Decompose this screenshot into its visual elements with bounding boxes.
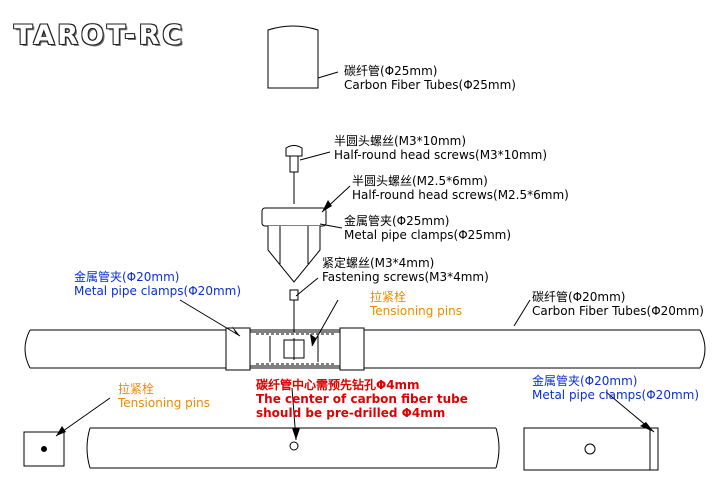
label-cf-tube-25: 碳纤管(Φ25mm) Carbon Fiber Tubes(Φ25mm) bbox=[344, 64, 516, 92]
label-drill-note-cn: 碳纤管中心需预先钻孔Φ4mm bbox=[256, 378, 420, 392]
label-cf-tube-25-en: Carbon Fiber Tubes(Φ25mm) bbox=[344, 78, 516, 92]
label-cf-tube-20: 碳纤管(Φ20mm) Carbon Fiber Tubes(Φ20mm) bbox=[532, 290, 704, 318]
label-fasten-m3x4: 紧定螺丝(M3*4mm) Fastening screws(M3*4mm) bbox=[322, 256, 489, 284]
label-screw-m3x10-cn: 半圆头螺丝(M3*10mm) bbox=[334, 134, 467, 148]
label-fasten-m3x4-cn: 紧定螺丝(M3*4mm) bbox=[322, 256, 435, 270]
label-drill-note: 碳纤管中心需预先钻孔Φ4mm The center of carbon fibe… bbox=[256, 378, 468, 420]
label-tension-pin-top-cn: 拉紧栓 bbox=[370, 290, 407, 304]
label-screw-m3x10-en: Half-round head screws(M3*10mm) bbox=[334, 148, 548, 162]
label-screw-m25x6-cn: 半圆头螺丝(M2.5*6mm) bbox=[352, 174, 488, 188]
label-clamp-20-left-en: Metal pipe clamps(Φ20mm) bbox=[74, 284, 242, 298]
fastening-screw-part bbox=[289, 289, 299, 338]
label-clamp-20-left: 金属管夹(Φ20mm) Metal pipe clamps(Φ20mm) bbox=[74, 270, 241, 298]
label-tension-pin-bottom-cn: 拉紧栓 bbox=[118, 382, 155, 396]
carbon-fiber-tube-20-part bbox=[24, 329, 706, 369]
label-cf-tube-20-en: Carbon Fiber Tubes(Φ20mm) bbox=[532, 304, 704, 318]
label-cf-tube-20-cn: 碳纤管(Φ20mm) bbox=[532, 290, 626, 304]
label-fasten-m3x4-en: Fastening screws(M3*4mm) bbox=[322, 270, 489, 284]
drilled-tube-part bbox=[86, 427, 500, 469]
label-tension-pin-bottom-en: Tensioning pins bbox=[118, 396, 210, 410]
label-clamp-25-cn: 金属管夹(Φ25mm) bbox=[344, 214, 450, 228]
label-tension-pin-bottom: 拉紧栓 Tensioning pins bbox=[118, 382, 210, 410]
label-screw-m25x6-en: Half-round head screws(M2.5*6mm) bbox=[352, 188, 569, 202]
label-screw-m3x10: 半圆头螺丝(M3*10mm) Half-round head screws(M3… bbox=[334, 134, 547, 162]
label-clamp-25: 金属管夹(Φ25mm) Metal pipe clamps(Φ25mm) bbox=[344, 214, 511, 242]
label-clamp-25-en: Metal pipe clamps(Φ25mm) bbox=[344, 228, 512, 242]
brand-logo: TAROT-RC bbox=[14, 20, 186, 51]
label-cf-tube-25-cn: 碳纤管(Φ25mm) bbox=[344, 64, 438, 78]
metal-pipe-clamp-25-part bbox=[261, 207, 327, 283]
label-clamp-20-right-cn: 金属管夹(Φ20mm) bbox=[532, 374, 638, 388]
label-tension-pin-top-en: Tensioning pins bbox=[370, 304, 462, 318]
carbon-fiber-tube-25 bbox=[267, 25, 319, 89]
label-drill-note-en1: The center of carbon fiber tube bbox=[256, 392, 468, 406]
label-tension-pin-top: 拉紧栓 Tensioning pins bbox=[370, 290, 462, 318]
metal-pipe-clamp-20-part bbox=[523, 427, 659, 471]
label-drill-note-en2: should be pre-drilled Φ4mm bbox=[256, 406, 446, 420]
screw-m3x10-part bbox=[285, 145, 303, 204]
tube-clamp-assembly bbox=[225, 327, 365, 371]
label-clamp-20-left-cn: 金属管夹(Φ20mm) bbox=[74, 270, 180, 284]
label-clamp-20-right: 金属管夹(Φ20mm) Metal pipe clamps(Φ20mm) bbox=[532, 374, 699, 402]
leader-arrows bbox=[56, 200, 654, 440]
label-clamp-20-right-en: Metal pipe clamps(Φ20mm) bbox=[532, 388, 700, 402]
label-screw-m25x6: 半圆头螺丝(M2.5*6mm) Half-round head screws(M… bbox=[352, 174, 569, 202]
